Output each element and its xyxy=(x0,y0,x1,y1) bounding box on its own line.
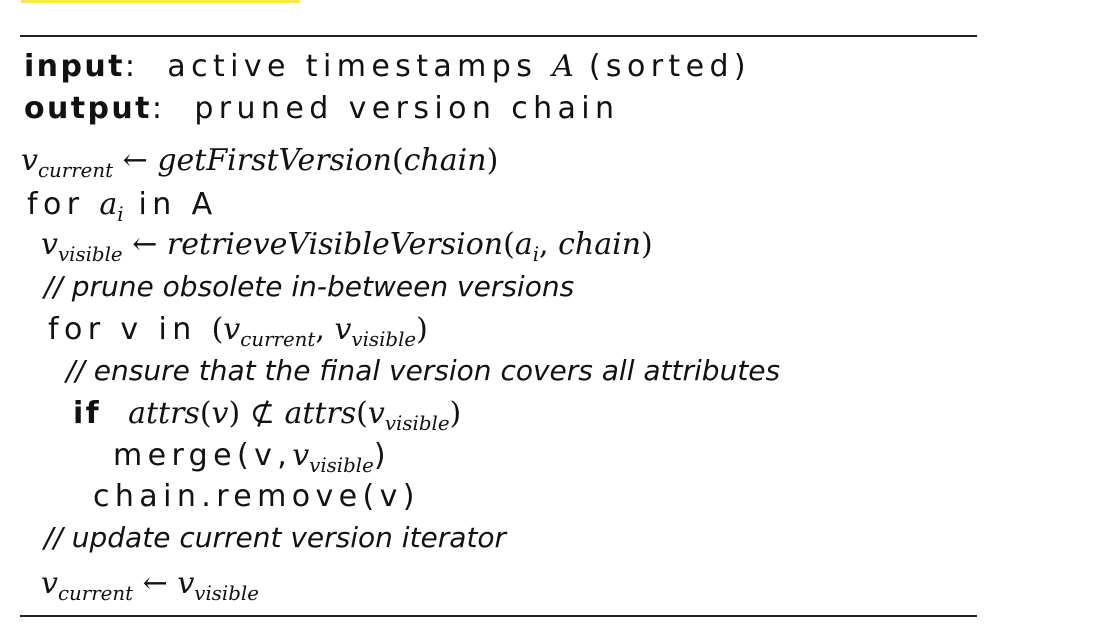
input-description: active timestamps xyxy=(167,49,538,84)
algo-line-2: for ai in A xyxy=(27,187,218,226)
for-keyword: for xyxy=(27,187,85,222)
algo-line-1: vcurrent ← getFirstVersion(chain) xyxy=(21,143,499,182)
attrs-condition: attrs(v) ⊄ attrs(vvisible) xyxy=(128,396,462,435)
algorithm-top-rule xyxy=(20,35,977,37)
in-keyword: in xyxy=(158,312,197,347)
var-v-current: vcurrent xyxy=(41,566,134,605)
algo-line-5: for v in (vcurrent, vvisible) xyxy=(48,312,428,351)
for-keyword: for xyxy=(48,312,106,347)
call-retrieve-visible-version: retrieveVisibleVersion(ai, chain) xyxy=(166,227,653,266)
algo-line-11: vcurrent ← vvisible xyxy=(41,566,259,605)
if-keyword: if xyxy=(73,396,102,431)
remove-arg: v xyxy=(379,479,403,514)
input-note: (sorted) xyxy=(588,49,752,84)
merge-call: merge(v, xyxy=(113,438,293,473)
output-line: output: pruned version chain xyxy=(24,91,620,126)
input-keyword: input xyxy=(24,49,125,84)
input-line: input: active timestamps A (sorted) xyxy=(24,49,752,84)
var-v-visible: vvisible xyxy=(41,227,123,266)
comment-update-iterator: // update current version iterator xyxy=(44,521,507,554)
loop-var-v: v xyxy=(120,312,144,347)
algorithm-bottom-rule xyxy=(20,615,977,617)
in-keyword: in xyxy=(138,187,177,222)
algo-line-3: vvisible ← retrieveVisibleVersion(ai, ch… xyxy=(41,227,653,266)
assign-arrow: ← xyxy=(142,566,168,601)
algo-line-7: if attrs(v) ⊄ attrs(vvisible) xyxy=(73,396,462,435)
highlight-strip xyxy=(21,0,300,3)
output-description: pruned version chain xyxy=(194,91,620,126)
var-v-current: vcurrent xyxy=(21,143,114,182)
var-v-visible: vvisible xyxy=(177,566,259,605)
algo-line-8: merge(v,vvisible) xyxy=(113,438,386,477)
algo-line-9: chain.remove(v) xyxy=(93,479,420,514)
output-keyword: output xyxy=(24,91,152,126)
comment-ensure-attributes: // ensure that the final version covers … xyxy=(66,354,781,387)
assign-arrow: ← xyxy=(132,227,158,262)
merge-arg-v-visible: vvisible xyxy=(292,438,374,477)
assign-arrow: ← xyxy=(122,143,148,178)
remove-method: remove xyxy=(216,479,363,514)
set-a: A xyxy=(191,187,218,222)
call-get-first-version: getFirstVersion(chain) xyxy=(157,143,499,178)
chain-object: chain xyxy=(93,479,202,514)
var-a-i: ai xyxy=(99,187,124,226)
range-current-visible: (vcurrent, vvisible) xyxy=(211,312,428,351)
comment-prune: // prune obsolete in-between versions xyxy=(44,270,575,303)
input-variable: A xyxy=(552,49,574,84)
